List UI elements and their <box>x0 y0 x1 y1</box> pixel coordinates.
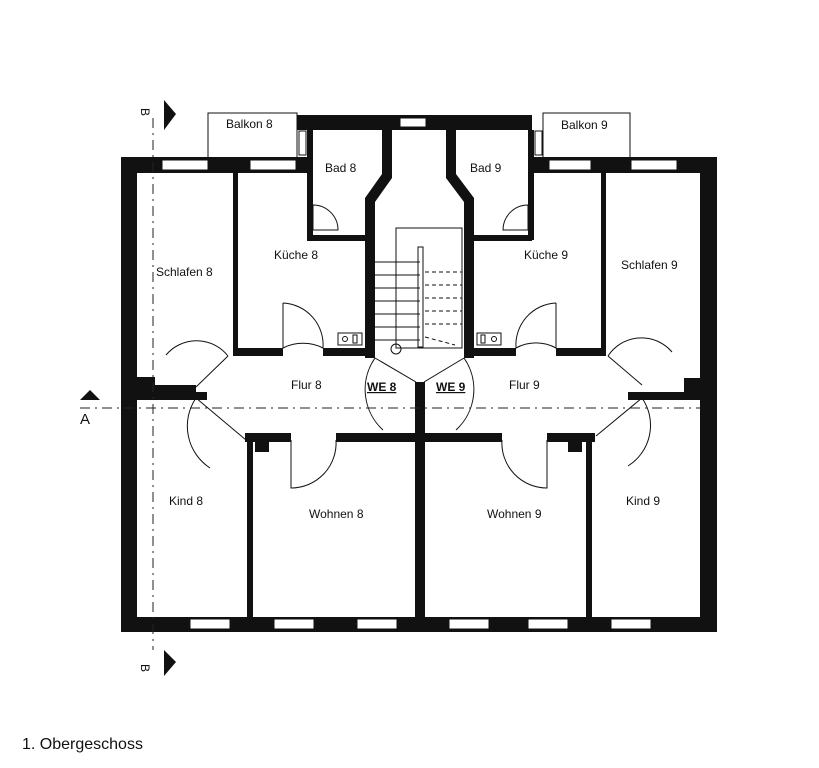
stairs <box>375 227 463 355</box>
room-label-wohnen-8: Wohnen 8 <box>309 507 364 521</box>
stair-core-walls <box>365 130 474 358</box>
apartment-label-we-8: WE 8 <box>367 380 397 394</box>
section-label-a: A <box>80 411 90 428</box>
room-label-bad-8: Bad 8 <box>325 161 357 175</box>
room-label-wohnen-9: Wohnen 9 <box>487 507 542 521</box>
room-label-balkon-9: Balkon 9 <box>561 118 608 132</box>
room-label-balkon-8: Balkon 8 <box>226 117 273 131</box>
floor-caption: 1. Obergeschoss <box>22 736 143 753</box>
section-arrow-a <box>80 390 100 400</box>
room-label-kueche-9: Küche 9 <box>524 248 568 262</box>
doors <box>165 204 673 489</box>
section-label-b-bottom: B <box>138 664 152 672</box>
windows <box>161 117 678 630</box>
interior-walls <box>121 173 717 617</box>
apartment-label-we-9: WE 9 <box>436 380 466 394</box>
room-label-schlafen-9: Schlafen 9 <box>621 258 678 272</box>
room-label-kind-9: Kind 9 <box>626 494 660 508</box>
room-label-kind-8: Kind 8 <box>169 494 203 508</box>
section-label-b-top: B <box>138 108 152 116</box>
room-label-flur-9: Flur 9 <box>509 378 540 392</box>
section-arrow-b-bottom <box>164 650 176 676</box>
room-label-bad-9: Bad 9 <box>470 161 502 175</box>
room-label-flur-8: Flur 8 <box>291 378 322 392</box>
stove-symbols <box>337 332 502 346</box>
section-arrow-b-top <box>164 100 176 130</box>
room-label-schlafen-8: Schlafen 8 <box>156 265 213 279</box>
room-label-kueche-8: Küche 8 <box>274 248 318 262</box>
